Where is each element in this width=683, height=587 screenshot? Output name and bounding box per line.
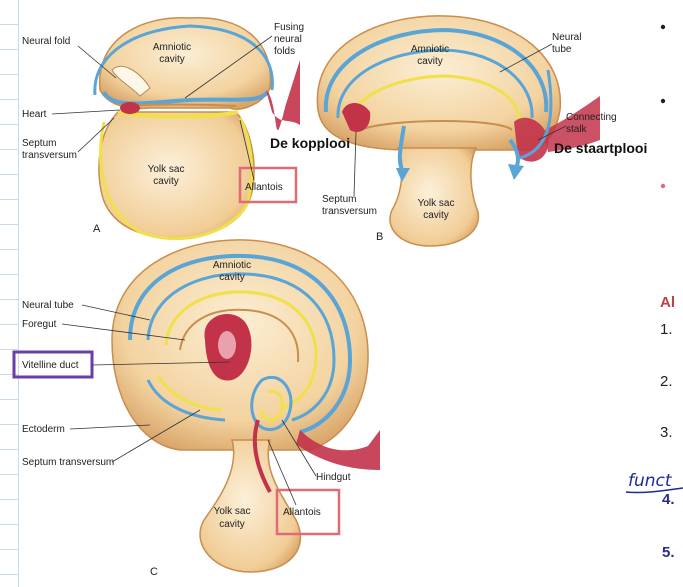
label-connecting-1: Connecting (566, 112, 617, 123)
label-foregut: Foregut (22, 319, 57, 330)
label-septum-b-1: Septum (322, 194, 356, 205)
allantois-highlight-box-a (238, 166, 298, 204)
vitelline-highlight-box (12, 350, 94, 379)
amniotic-cavity-a (98, 17, 272, 110)
label-connecting-2: stalk (566, 124, 588, 135)
heart-shape-a (120, 102, 140, 114)
side-number-2: 2. (660, 373, 673, 390)
label-septum-c: Septum transversum (22, 457, 114, 468)
label-septum-b-2: transversum (322, 206, 377, 217)
panel-a: Neural fold Amniotic cavity Fusing neura… (22, 17, 304, 241)
panel-c: Amniotic cavity Neural tube Foregut Vite… (12, 239, 380, 578)
side-number-5: 5. (662, 544, 675, 561)
bullet-3 (660, 183, 666, 189)
notebook-grid-margin (0, 0, 19, 587)
label-hindgut: Hindgut (316, 472, 351, 483)
label-allantois-a: Allantois (245, 182, 283, 193)
label-heart: Heart (22, 109, 47, 120)
bullet-1 (660, 24, 666, 30)
label-amniotic-c-2: cavity (219, 272, 245, 283)
yolk-sac-b (389, 147, 480, 247)
foregut-layer-c (164, 290, 318, 410)
side-number-1: 1. (660, 321, 673, 338)
label-neural-fold: Neural fold (22, 36, 70, 47)
side-number-3: 3. (660, 424, 673, 441)
label-fusing-3: folds (274, 46, 295, 57)
label-septum-a-2: transversum (22, 150, 77, 161)
label-amniotic-b-2: cavity (417, 56, 443, 67)
label-fusing-2: neural (274, 34, 302, 45)
label-septum-a-1: Septum (22, 138, 56, 149)
neural-tube-c (146, 272, 336, 422)
label-yolk-b-2: cavity (423, 210, 449, 221)
panel-letter-b: B (376, 231, 383, 243)
panel-b: Amniotic cavity Neural tube Connecting s… (270, 15, 647, 247)
label-fusing-1: Fusing (274, 22, 304, 33)
label-neural-b-1: Neural (552, 32, 581, 43)
label-amniotic-a-1: Amniotic (153, 42, 191, 53)
heart-shape-b (342, 103, 371, 132)
label-amniotic-a-2: cavity (159, 54, 185, 65)
side-number-4: 4. (662, 491, 675, 508)
head-fold-arrow (397, 125, 406, 171)
label-yolk-a-1: Yolk sac (148, 164, 185, 175)
label-ectoderm: Ectoderm (22, 424, 65, 435)
label-staartplooi: De staartplooi (554, 140, 647, 156)
panel-letter-c: C (150, 566, 158, 578)
label-allantois-c: Allantois (283, 507, 321, 518)
label-yolk-c-1: Yolk sac (214, 506, 251, 517)
connecting-stalk-a (266, 60, 300, 131)
label-amniotic-c-1: Amniotic (213, 260, 251, 271)
panel-letter-a: A (93, 223, 101, 235)
neural-tube-b (323, 27, 549, 113)
bullet-2 (660, 98, 666, 104)
label-amniotic-b-1: Amniotic (411, 44, 449, 55)
label-yolk-c-2: cavity (219, 519, 245, 530)
label-vitelline-duct: Vitelline duct (22, 360, 79, 371)
amniotic-cavity-b (316, 15, 562, 151)
yolk-sac-c (199, 439, 302, 573)
connecting-stalk-c (296, 430, 380, 470)
label-neural-b-2: tube (552, 44, 572, 55)
handwritten-note: funct (628, 471, 673, 491)
connecting-stalk-b (545, 96, 600, 152)
label-yolk-b-1: Yolk sac (418, 198, 455, 209)
ectoderm-layer-a (102, 90, 270, 106)
side-heading: Al (660, 294, 675, 311)
allantois-highlight-box-c (275, 488, 341, 536)
ectoderm-layer-c (128, 253, 353, 434)
label-yolk-a-2: cavity (153, 176, 179, 187)
label-kopplooi: De kopplooi (270, 135, 350, 151)
endoderm-layer-b (348, 74, 522, 125)
label-neural-tube-c: Neural tube (22, 300, 74, 311)
side-notes: Al 1. 2. 3. funct 4. 5. (625, 24, 683, 561)
